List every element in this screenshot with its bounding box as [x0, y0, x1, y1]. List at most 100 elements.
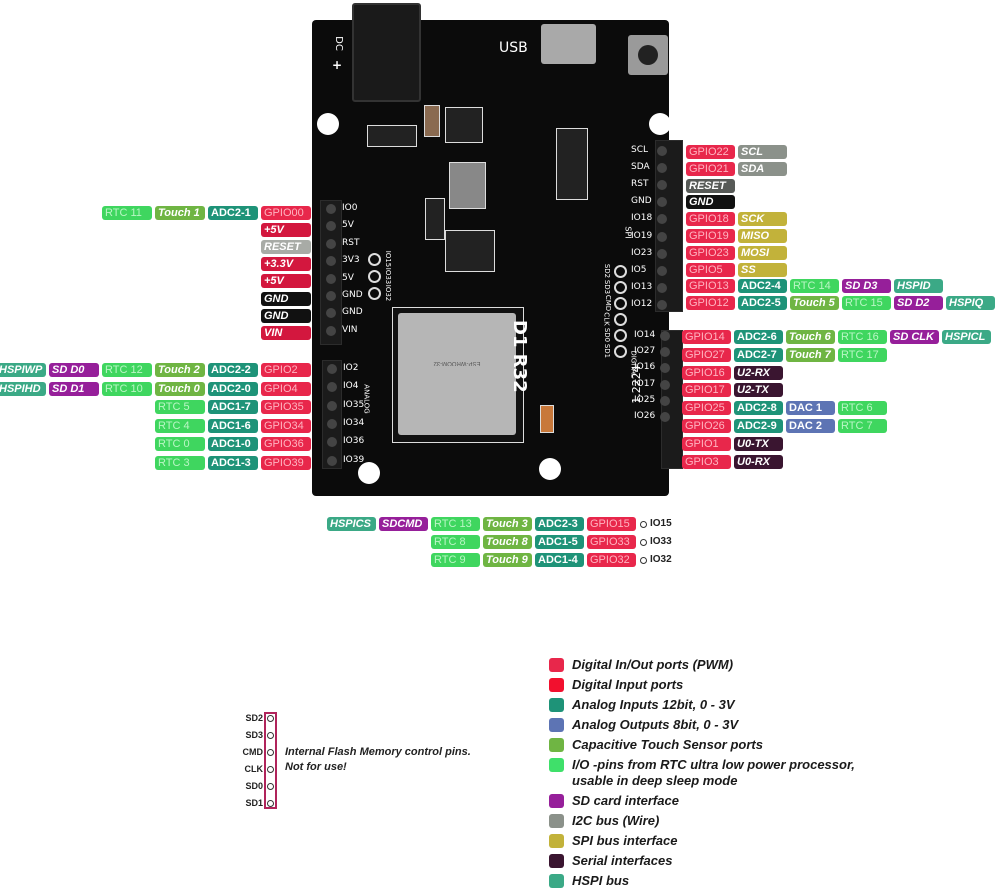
- pin-label-sd-clk: SD CLK: [890, 330, 939, 344]
- pin-label-adc2-1: ADC2-1: [208, 206, 258, 220]
- flash-pin-label: SD0: [245, 781, 263, 791]
- pin-label-gpio16: GPIO16: [682, 366, 731, 380]
- legend-swatch: [549, 814, 564, 828]
- flash-pin-label: SD2: [245, 713, 263, 723]
- header-pin: [326, 221, 336, 231]
- header-silk-label: IO34: [343, 418, 365, 428]
- flash-pin-ring-icon: [267, 732, 274, 739]
- pin-label-u2-rx: U2-RX: [734, 366, 783, 380]
- legend-label: HSPI bus: [572, 873, 629, 889]
- header-pin: [326, 291, 336, 301]
- ams1117-regulator: [445, 230, 495, 272]
- pin-label-dac-1: DAC 1: [786, 401, 835, 415]
- pin-label-rtc-15: RTC 15: [842, 296, 891, 310]
- header-pin: [326, 326, 336, 336]
- legend-text: SD card interface: [572, 793, 679, 808]
- pin-label-rtc-13: RTC 13: [431, 517, 480, 531]
- legend-text: Digital In/Out ports (PWM): [572, 657, 734, 672]
- pin-label-adc2-3: ADC2-3: [535, 517, 584, 531]
- pin-label-gpio32: GPIO32: [587, 553, 636, 567]
- header-silk-label: IO27: [634, 346, 656, 356]
- plus-silkscreen: +: [332, 58, 343, 72]
- pin-label-sd-d1: SD D1: [49, 382, 99, 396]
- legend-text: I2C bus (Wire): [572, 813, 660, 828]
- dc-power-jack: [352, 3, 421, 102]
- pin-label-rtc-9: RTC 9: [431, 553, 480, 567]
- pin-label-adc2-5: ADC2-5: [738, 296, 787, 310]
- pin-label-gpio17: GPIO17: [682, 383, 731, 397]
- pin-label-adc2-0: ADC2-0: [208, 382, 258, 396]
- pad-silk-label: IO32: [384, 284, 393, 302]
- pin-label-gpio4: GPIO4: [261, 382, 311, 396]
- capacitor: [424, 105, 440, 137]
- legend-text: I/O -pins from RTC ultra low power proce…: [572, 757, 855, 772]
- pin-label-adc1-0: ADC1-0: [208, 437, 258, 451]
- header-silk-label: 5V: [342, 220, 354, 230]
- pin-label-sdcmd: SDCMD: [379, 517, 428, 531]
- header-silk-label: IO39: [343, 455, 365, 465]
- pin-label-sda: SDA: [738, 162, 787, 176]
- legend-text: usable in deep sleep mode: [572, 773, 738, 788]
- pin-label-5v: +5V: [261, 223, 311, 237]
- pin-label-gnd: GND: [261, 292, 311, 306]
- flash-pin-label: CMD: [242, 747, 264, 757]
- pin-pad-ring-icon: [640, 521, 647, 528]
- usb-serial-ic: [556, 128, 588, 200]
- pin-label-sd-d0: SD D0: [49, 363, 99, 377]
- header-pin: [327, 419, 337, 429]
- capacitor-large: [425, 198, 445, 240]
- legend-swatch: [549, 834, 564, 848]
- pin-label-rtc-4: RTC 4: [155, 419, 205, 433]
- legend-swatch: [549, 678, 564, 692]
- pin-label-touch-1: Touch 1: [155, 206, 205, 220]
- pin-label-gpio21: GPIO21: [686, 162, 735, 176]
- legend-label: Digital Input ports: [572, 677, 683, 693]
- pin-label-touch-8: Touch 8: [483, 535, 532, 549]
- flash-pad-ring-icon: [614, 265, 627, 278]
- flash-pin-ring-icon: [267, 766, 274, 773]
- legend-text: Analog Outputs 8bit, 0 - 3V: [572, 717, 739, 732]
- pin-label-vin: VIN: [261, 326, 311, 340]
- flash-pad-silk-label: CLK: [602, 312, 611, 326]
- pin-label-gpio35: GPIO35: [261, 400, 311, 414]
- header-pin: [657, 180, 667, 190]
- pin-label-miso: MISO: [738, 229, 787, 243]
- pin-label-rtc-7: RTC 7: [838, 419, 887, 433]
- header-pin: [657, 283, 667, 293]
- flash-note-line2: Not for use!: [285, 761, 347, 773]
- legend-swatch: [549, 758, 564, 772]
- pin-label-mosi: MOSI: [738, 246, 787, 260]
- pin-label-adc2-2: ADC2-2: [208, 363, 258, 377]
- header-pin: [326, 308, 336, 318]
- pin-label-gpio34: GPIO34: [261, 419, 311, 433]
- flash-pad-ring-icon: [614, 345, 627, 358]
- left-power-header: [320, 200, 342, 345]
- header-silk-label: RST: [631, 179, 649, 189]
- pin-label-gpio19: GPIO19: [686, 229, 735, 243]
- pin-label-gnd: GND: [686, 195, 735, 209]
- pin-label-adc1-7: ADC1-7: [208, 400, 258, 414]
- legend-label: SD card interface: [572, 793, 679, 809]
- pin-label-gpio22: GPIO22: [686, 145, 735, 159]
- header-silk-label: IO25: [634, 395, 656, 405]
- pin-label-sck: SCK: [738, 212, 787, 226]
- pin-label-gpio1: GPIO1: [682, 437, 731, 451]
- usb-silkscreen: USB: [499, 40, 528, 56]
- pin-label-adc2-7: ADC2-7: [734, 348, 783, 362]
- header-pin: [660, 412, 670, 422]
- pin-label-u0-rx: U0-RX: [734, 455, 783, 469]
- pin-label-adc2-8: ADC2-8: [734, 401, 783, 415]
- header-silk-label: GND: [631, 196, 652, 206]
- pin-label-gpio39: GPIO39: [261, 456, 311, 470]
- flash-pad-silk-label: SD2: [603, 263, 612, 279]
- flash-pad-ring-icon: [614, 297, 627, 310]
- header-pin: [657, 300, 667, 310]
- legend-swatch: [549, 718, 564, 732]
- pin-label-touch-3: Touch 3: [483, 517, 532, 531]
- pin-label-rtc-16: RTC 16: [838, 330, 887, 344]
- pin-label-adc1-5: ADC1-5: [535, 535, 584, 549]
- reset-button-cap[interactable]: [638, 45, 658, 65]
- pad-silk-label: IO15: [384, 250, 393, 268]
- pad-silk-label: IO33: [384, 267, 393, 285]
- legend-label: I2C bus (Wire): [572, 813, 659, 829]
